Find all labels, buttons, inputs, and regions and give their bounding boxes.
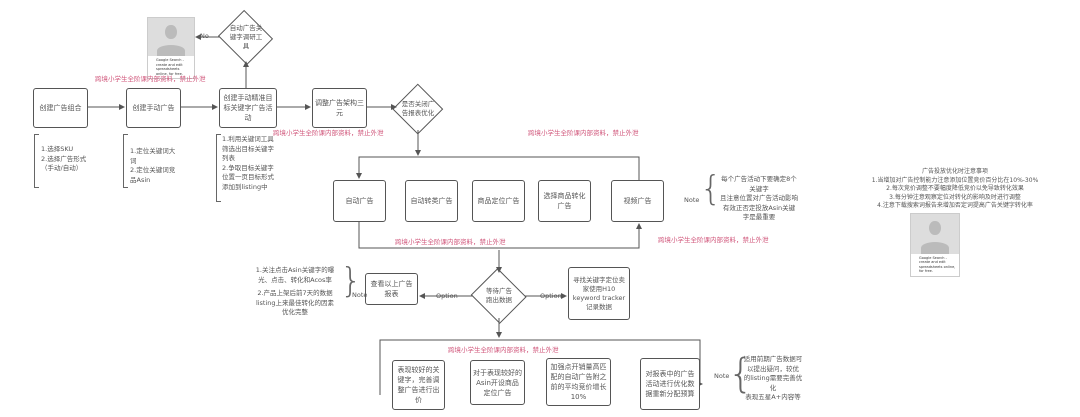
note-label: Note [352,291,368,299]
create-manual-ad-box: 创建手动广告 [126,88,181,128]
note-label: Note [714,372,730,380]
keyword-tool-diamond: 自动广告关键字调研工具 [218,12,274,62]
note-label: Note [684,196,700,204]
image-placeholder: Google Search - create and edit spreadsh… [910,213,960,277]
create-portfolio-box: 创建广告组合 [33,88,88,128]
adjust-structure-box: 调整广告架构三元 [312,88,367,128]
ad-type-auto-category: 自动转类广告 [405,180,458,222]
option-label: Option [436,292,458,300]
diamond-label: 等待广告跑出数据 [486,287,512,304]
increase-bid-box: 加强点开销量高匹配的自动广告附之前的平均竞价增长10% [546,358,611,406]
watermark-text: 跨境小学生全阶课内部资料，禁止外泄 [448,346,559,354]
watermark-text: 跨境小学生全阶课内部资料，禁止外泄 [395,238,506,246]
wait-data-diamond: 等待广告跑出数据 [471,270,527,322]
bracket [123,134,128,188]
decision-diamond: 是否关闭广告报表优化 [394,85,442,133]
ad-type-video: 视频广告 [611,180,664,222]
image-caption: Google Search - create and edit spreadsh… [919,255,956,274]
optimize-keywords-box: 表现较好的关键字，完善调整广告进行出价 [392,360,445,410]
image-placeholder: Google Search - create and edit spreadsh… [147,17,195,79]
keyword-tracker-box: 寻找关键字定位卖家使用H10 keyword tracker记录数据 [568,267,630,320]
view-reports-box: 查看以上广告报表 [365,273,418,305]
watermark-text: 跨境小学生全阶课内部资料，禁止外泄 [273,129,384,137]
watermark-text: 跨境小学生全阶课内部资料，禁止外泄 [658,236,769,244]
note-bottom: 适用前期广告数据可以提出疑问，较优的listing需要完善优化表现五星A+内容等 [743,355,803,401]
ad-type-conversion: 选择商品转化广告 [538,180,591,222]
watermark-text: 跨境小学生全阶课内部资料，禁止外泄 [528,129,639,137]
diamond-label: 自动广告关键字调研工具 [229,23,263,50]
bracket [216,134,221,202]
bracket [34,134,39,188]
diamond-label: 是否关闭广告报表优化 [401,100,435,117]
image-caption: Google Search - create and edit spreadsh… [156,58,184,76]
note-types: 每个广告活动下要确定8个关键字且注意位置对广告活动影响有效正否定投放Asin关键… [720,175,798,221]
brace: { [728,351,754,397]
reallocate-budget-box: 对报表中的广告活动进行优化数据重新分配预算 [640,358,700,410]
brace: { [339,261,361,301]
ad-type-product-targeting: 商品定位广告 [472,180,525,222]
ad-type-auto: 自动广告 [333,180,386,222]
create-exact-campaign-box: 创建手动精准目标关键字广告活动 [219,88,277,128]
watermark-text: 跨境小学生全阶课内部资料，禁止外泄 [95,75,206,83]
no-label: No [200,32,209,40]
option-label: Option [540,292,562,300]
brace: { [700,169,722,209]
asin-targeting-box: 对于表现较好的Asin开设商品定位广告 [470,360,525,405]
